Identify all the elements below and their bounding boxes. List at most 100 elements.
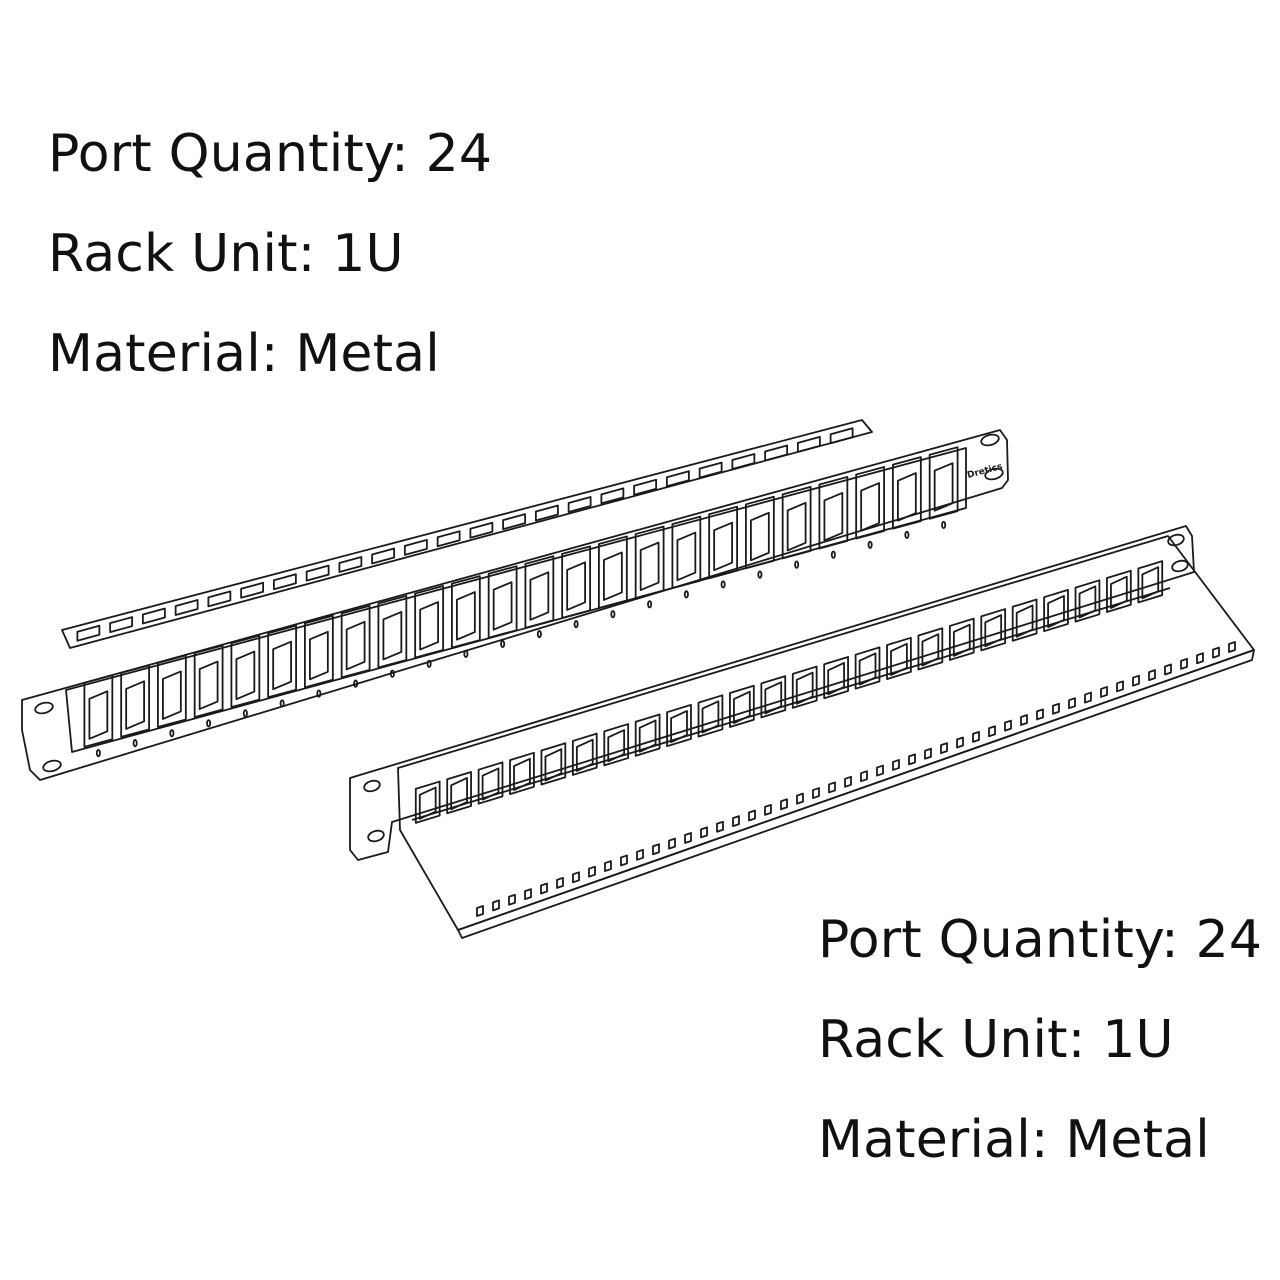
tie-down-hole — [812, 787, 820, 799]
mounting-hole — [34, 701, 54, 715]
spec-rack-unit: Rack Unit1U — [48, 204, 492, 304]
keystone-slot — [733, 690, 751, 724]
port-opening — [666, 704, 692, 748]
flange-tab — [502, 513, 527, 531]
port-number-mark — [242, 709, 248, 718]
tie-down-hole — [716, 820, 724, 833]
tie-down-hole — [636, 848, 644, 861]
keystone-slot — [795, 671, 814, 705]
keystone-slot — [933, 462, 954, 512]
flange-tab — [240, 581, 265, 599]
spec-value: 1U — [1102, 1010, 1174, 1070]
tie-down-hole — [892, 759, 900, 771]
port-opening — [745, 495, 775, 570]
keystone-slot — [544, 748, 563, 782]
rear-panel-faceplate — [349, 525, 1195, 861]
keystone-slot — [235, 650, 256, 701]
port-number-mark — [904, 530, 910, 539]
keystone-slot — [492, 581, 513, 631]
mounting-hole — [367, 829, 385, 843]
flange-tab — [796, 435, 821, 453]
keystone-slot — [162, 670, 182, 720]
spec-list-top: Port Quantity24 Rack Unit1U MaterialMeta… — [48, 104, 492, 404]
port-opening — [230, 634, 261, 709]
keystone-slot — [607, 729, 626, 763]
mounting-hole — [1167, 533, 1185, 547]
tie-down-hole — [828, 781, 836, 794]
flange-tab — [272, 573, 297, 591]
keystone-slot — [823, 492, 844, 542]
keystone-slot — [639, 541, 660, 591]
keystone-slot — [529, 571, 550, 621]
spec-list-bottom: Port Quantity24 Rack Unit1U MaterialMeta… — [818, 890, 1262, 1190]
port-opening — [892, 456, 922, 530]
port-opening — [83, 674, 114, 748]
port-number-mark — [316, 689, 322, 698]
keystone-slot — [827, 662, 845, 696]
port-opening — [603, 723, 630, 767]
keystone-slot — [450, 777, 468, 811]
port-number-mark — [463, 649, 469, 658]
keystone-slot — [984, 614, 1003, 648]
flange-tab — [436, 530, 461, 548]
port-opening — [193, 644, 224, 718]
flange-tab — [403, 538, 428, 556]
port-opening — [818, 476, 849, 550]
port-number-mark — [867, 540, 873, 549]
keystone-slot — [272, 640, 292, 691]
tie-down-hole — [844, 775, 852, 788]
port-opening — [697, 694, 724, 738]
port-opening — [509, 751, 535, 795]
rear-panel-tray-lip — [457, 649, 1255, 939]
port-opening — [791, 665, 818, 709]
tie-down-hole — [700, 826, 708, 839]
port-opening — [377, 595, 408, 669]
flange-tab — [600, 487, 625, 505]
tie-down-hole — [1084, 691, 1092, 704]
front-panel-face-inner — [65, 447, 967, 753]
keystone-slot — [1015, 604, 1034, 638]
port-opening — [340, 604, 371, 679]
spec-value: 24 — [425, 124, 493, 184]
port-number-mark — [610, 610, 616, 619]
port-number-mark — [132, 739, 138, 748]
keystone-slot — [670, 710, 688, 744]
port-opening — [980, 608, 1007, 652]
port-opening — [708, 505, 738, 580]
port-number-mark — [536, 629, 542, 639]
keystone-slot — [309, 630, 329, 681]
port-opening — [414, 780, 441, 824]
spec-label: Rack Unit — [818, 1010, 1102, 1070]
rear-panel-cable-tray — [397, 535, 1255, 931]
mounting-hole — [1171, 559, 1189, 573]
flange-tab — [338, 556, 363, 573]
keystone-slot — [513, 757, 531, 791]
tie-down-hole — [1164, 663, 1172, 676]
keystone-slot — [1141, 566, 1160, 600]
flange-tab — [764, 444, 789, 462]
flange-tab — [534, 504, 559, 522]
tie-down-hole — [1052, 702, 1060, 715]
keystone-slot — [382, 611, 403, 661]
port-opening — [855, 466, 885, 540]
tie-down-hole — [556, 877, 564, 889]
flange-tab — [141, 607, 166, 625]
port-opening — [524, 555, 555, 629]
port-number-mark — [794, 560, 800, 569]
port-opening — [823, 656, 849, 700]
rear-patch-panel — [349, 525, 1255, 939]
keystone-slot — [952, 623, 971, 657]
tie-down-hole — [1068, 697, 1076, 710]
port-number-mark — [426, 659, 432, 668]
spec-material: MaterialMetal — [48, 304, 492, 404]
keystone-slot — [125, 680, 145, 730]
port-opening — [120, 664, 150, 738]
keystone-slot — [860, 482, 880, 532]
port-opening — [1011, 598, 1038, 642]
keystone-slot — [88, 690, 109, 740]
tie-down-hole — [764, 803, 772, 816]
keystone-slot — [456, 591, 476, 641]
flange-tab — [207, 590, 232, 608]
keystone-slot — [575, 738, 594, 772]
